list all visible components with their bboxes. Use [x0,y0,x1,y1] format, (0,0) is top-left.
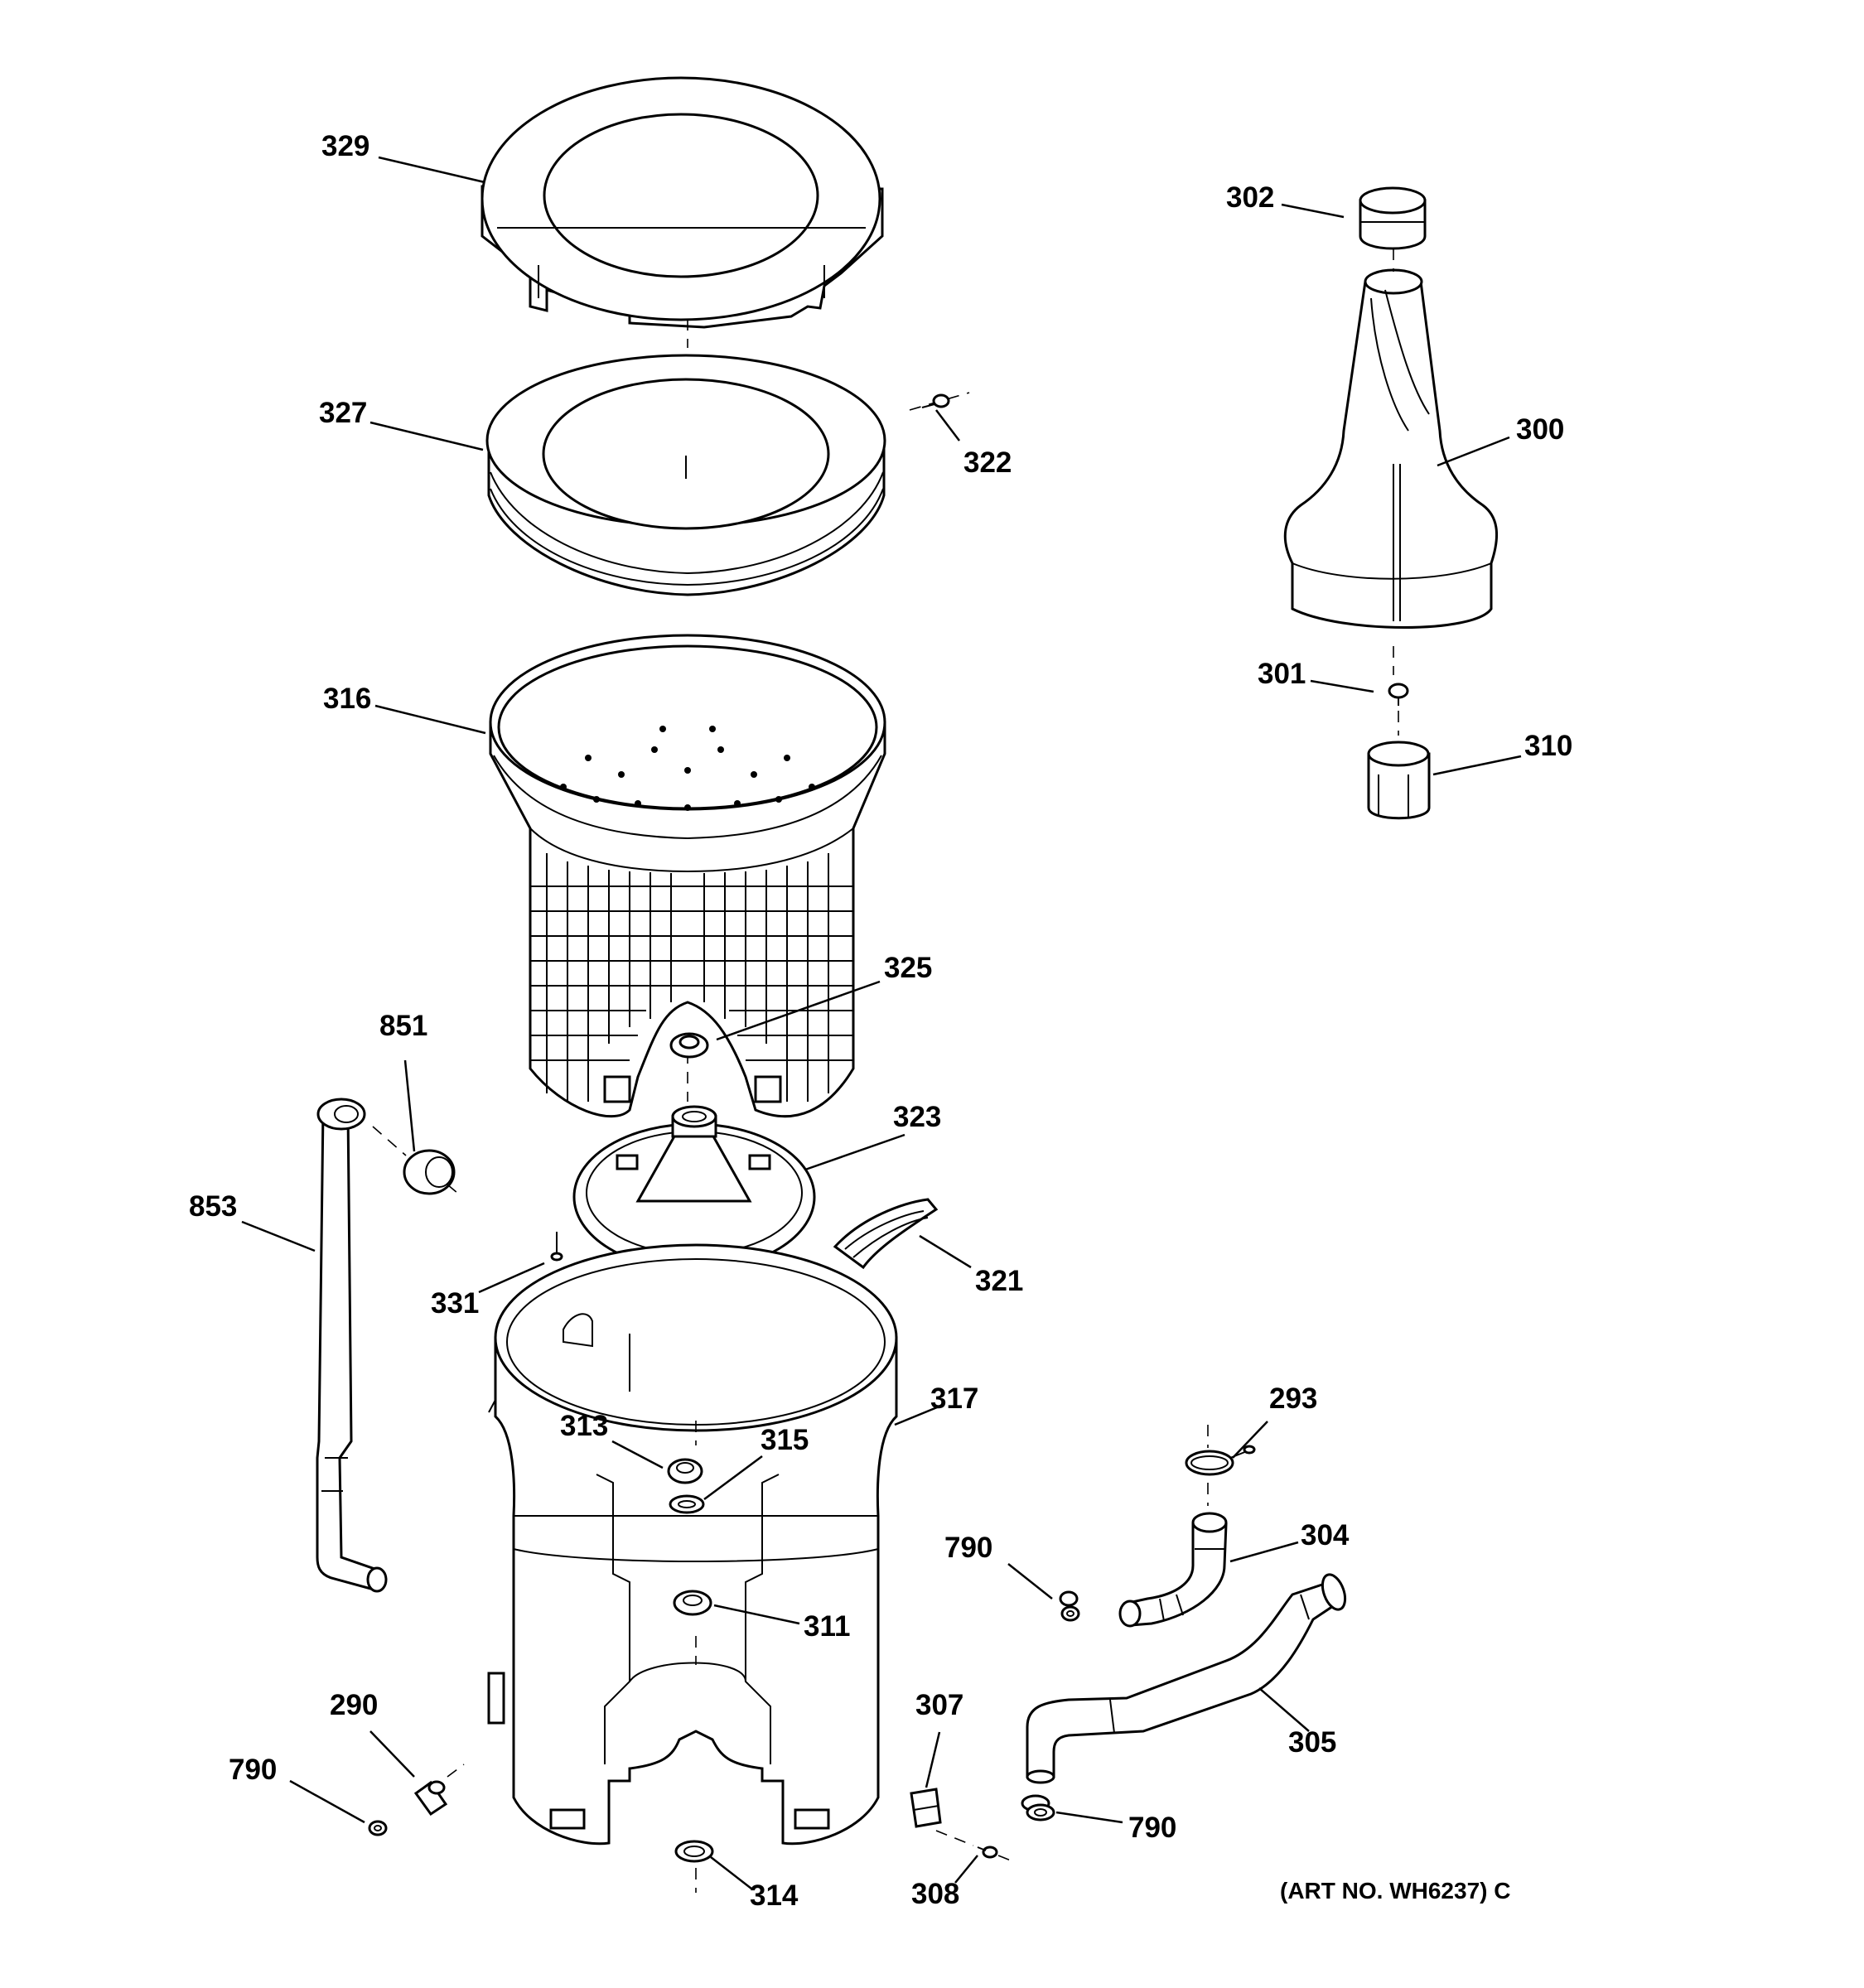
part-302-agitator-cap [1359,186,1427,250]
label-290: 290 [330,1689,378,1721]
label-314: 314 [750,1879,799,1912]
label-853: 853 [189,1190,237,1223]
part-314-seal [674,1840,714,1863]
basket-grid [530,853,853,1102]
part-790-clamp-right [1021,1794,1055,1822]
part-305-pump-hose [1026,1573,1347,1784]
part-307-bracket [910,1788,942,1828]
label-304: 304 [1301,1519,1350,1551]
label-851: 851 [379,1010,427,1042]
label-327: 327 [319,397,367,429]
label-790-c: 790 [1128,1812,1176,1844]
part-300-agitator [1283,248,1499,675]
part-311-nut [673,1590,712,1616]
part-322-screw [909,392,970,411]
label-300: 300 [1516,413,1564,446]
part-323-basket-hub [572,1105,816,1271]
label-311: 311 [804,1610,850,1643]
art-number: (ART NO. WH6237) C [1280,1878,1510,1904]
label-313: 313 [560,1410,608,1442]
label-293: 293 [1269,1382,1317,1415]
label-310: 310 [1524,730,1572,762]
part-308-screw [935,1830,1016,1863]
part-313-bearing [667,1458,703,1484]
leader-lines [241,156,1522,1889]
part-851-grommet [372,1126,463,1198]
part-310-drive-adapter [1367,741,1431,820]
label-322: 322 [963,446,1012,479]
label-302: 302 [1226,181,1274,214]
label-790-a: 790 [944,1532,992,1564]
part-325-hub-nut [669,1032,709,1059]
part-316-wash-basket [489,634,886,1118]
basket-perforations [560,726,815,811]
label-317: 317 [930,1382,978,1415]
part-331-screw [550,1232,563,1262]
label-315: 315 [761,1424,809,1456]
label-331: 331 [431,1287,479,1320]
part-329-tub-cover [480,76,884,348]
label-308: 308 [911,1878,959,1910]
label-790-b: 790 [229,1754,277,1786]
label-301: 301 [1258,658,1306,690]
label-305: 305 [1288,1726,1336,1759]
label-323: 323 [893,1101,941,1133]
label-321: 321 [975,1265,1023,1297]
part-321-lint-filter [833,1198,939,1270]
part-290-plug [413,1764,465,1817]
label-329: 329 [321,130,369,162]
part-301-bolt [1388,683,1409,736]
part-labels: 329 302 327 322 300 316 301 310 325 851 … [189,130,1572,1912]
part-790-clamp-left [368,1820,388,1836]
part-853-hose [316,1098,388,1593]
label-307: 307 [915,1689,963,1721]
label-316: 316 [323,683,371,715]
part-304-drain-hose [1118,1512,1228,1628]
part-790-clamp-mid [1059,1590,1080,1622]
label-325: 325 [884,952,932,984]
part-327-balance-ring [485,354,886,596]
part-315-washer [669,1494,705,1514]
part-317-outer-tub [487,1243,898,1893]
part-293-hose-clamp [1185,1425,1256,1506]
